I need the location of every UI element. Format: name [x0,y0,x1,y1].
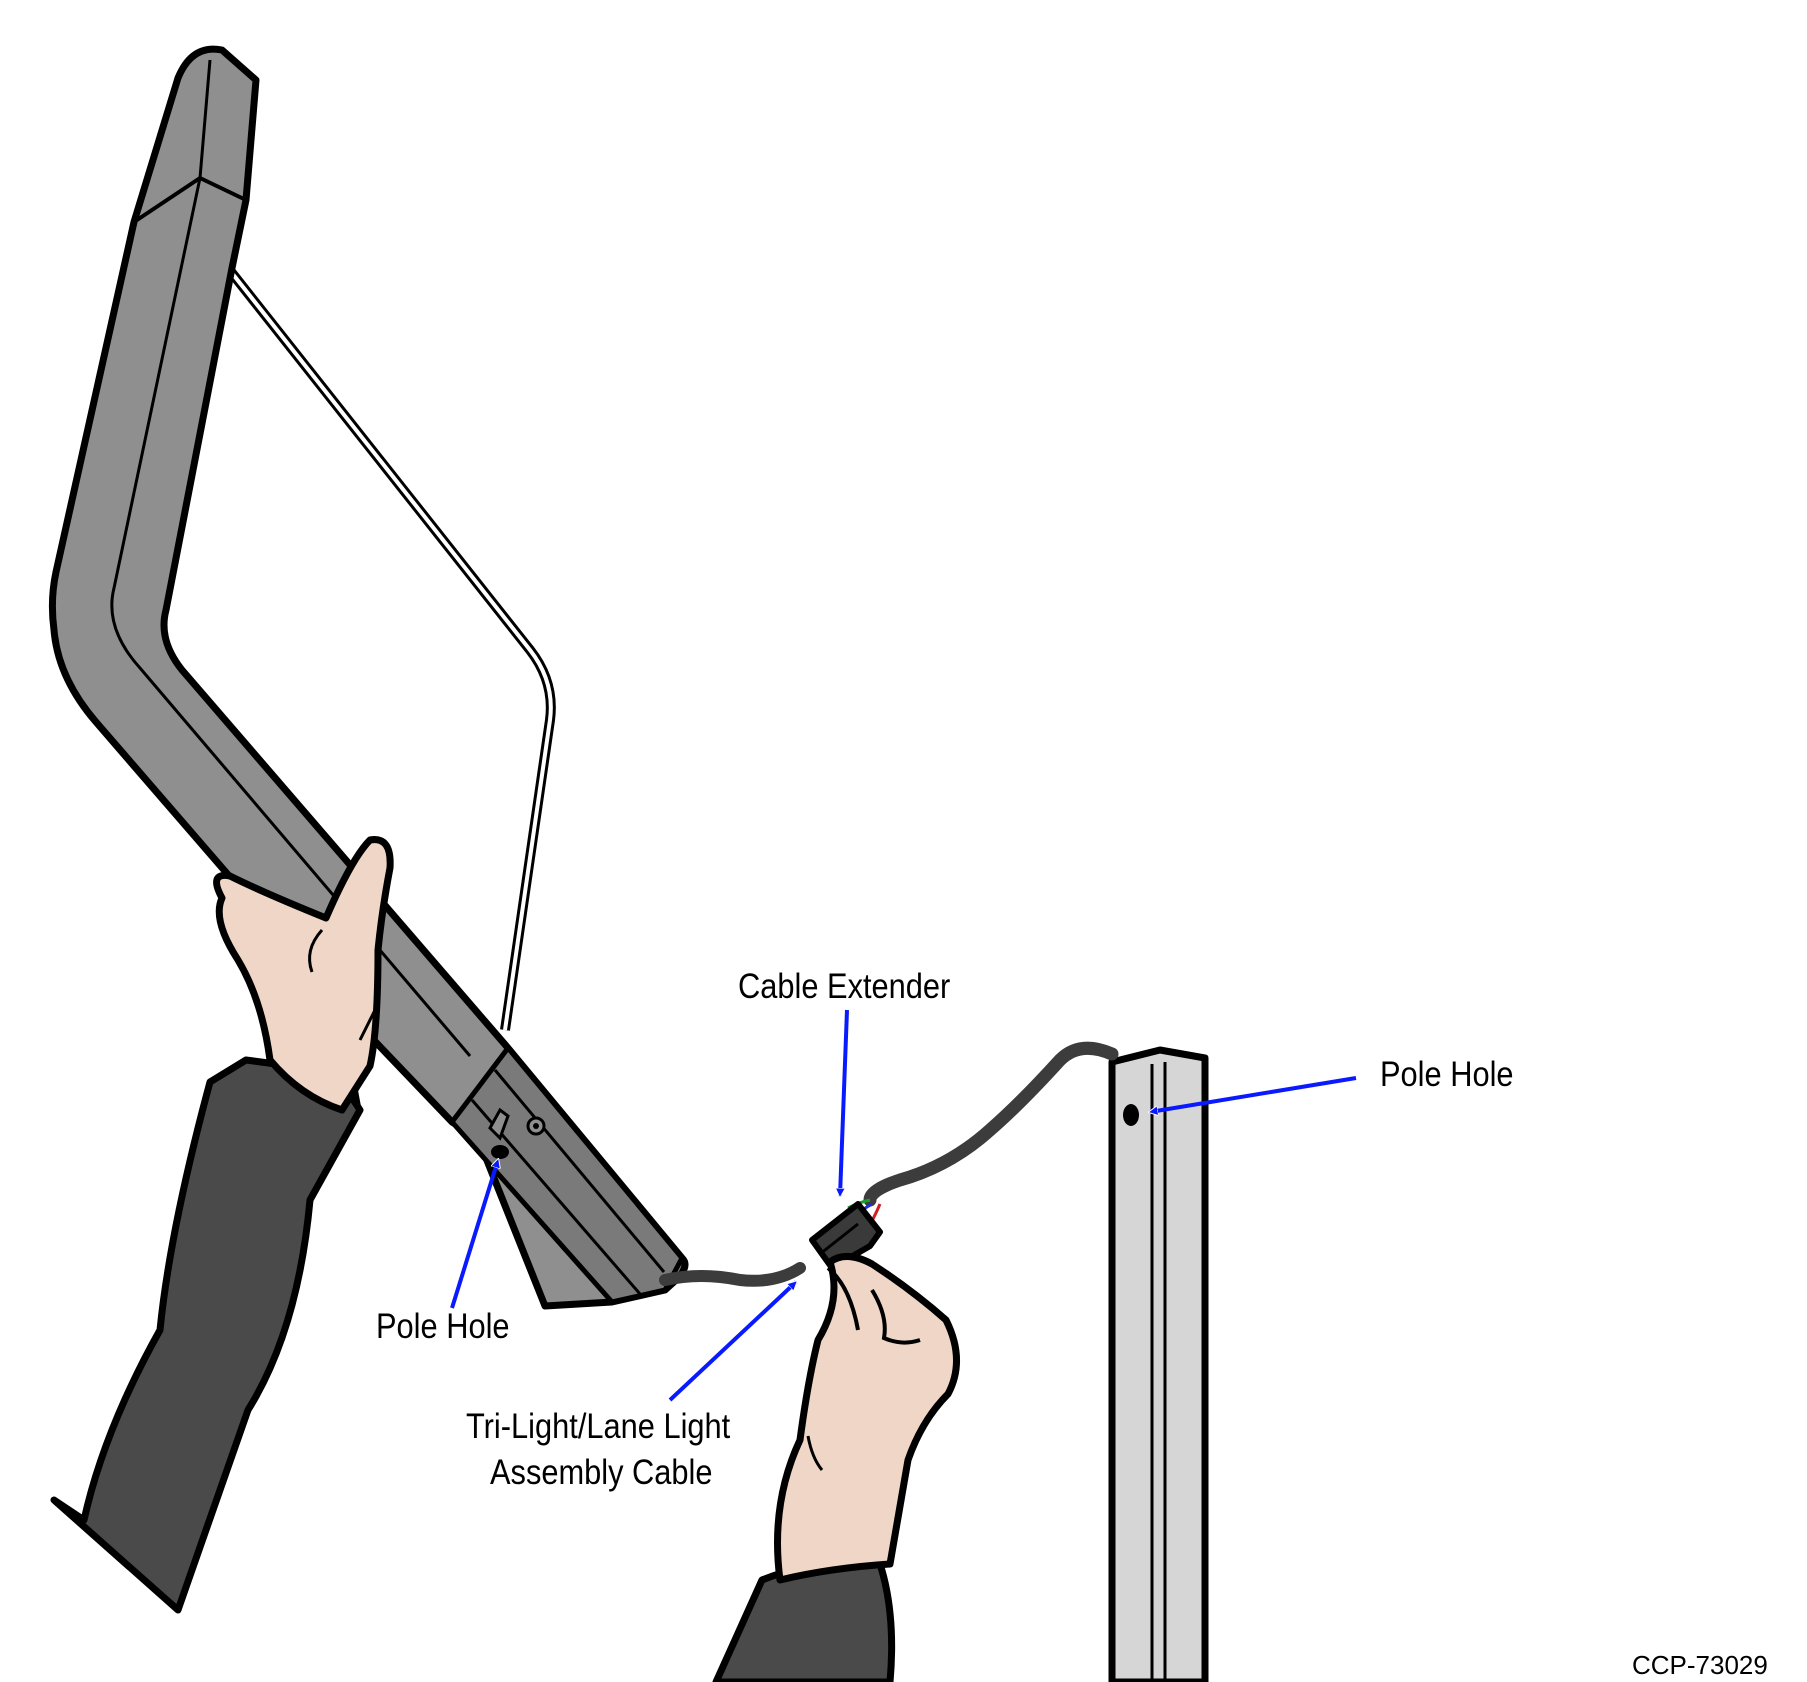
figure-id: CCP-73029 [1632,1650,1768,1680]
right-arm [712,1253,960,1682]
pole [1108,1046,1209,1682]
arrow-pole-hole-left [450,1160,498,1309]
arrow-cable-extender [840,1009,849,1196]
pole-hole [1123,1104,1139,1126]
left-arm [50,836,394,1614]
label-tri-light-line2: Assembly Cable [490,1453,713,1492]
label-pole-hole-right: Pole Hole [1380,1055,1514,1094]
frame-rod [224,264,556,1031]
label-pole-hole-left: Pole Hole [376,1307,510,1346]
light-assembly-frame [48,45,689,1310]
arrow-tri-light-cable [668,1282,796,1402]
pole-cable [863,1041,1119,1207]
callout-arrows [450,1009,1357,1402]
label-tri-light-line1: Tri-Light/Lane Light [466,1407,731,1446]
assembly-pole-hole [491,1145,509,1159]
arrow-pole-hole-right [1150,1076,1357,1112]
label-cable-extender: Cable Extender [738,967,951,1006]
assembly-cable [659,1262,806,1287]
